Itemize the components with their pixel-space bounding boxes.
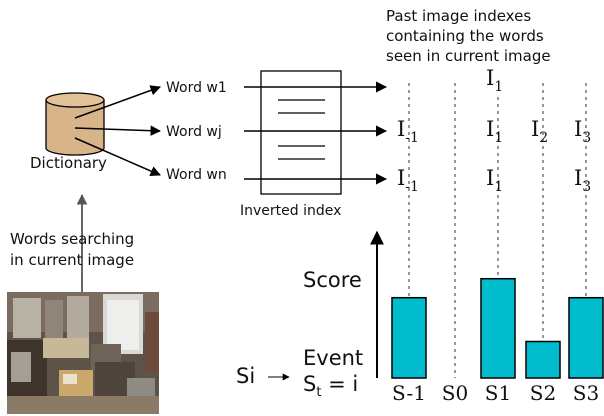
event-formula-prefix: S <box>303 372 317 396</box>
event-formula-sub: t <box>316 385 322 401</box>
image-index-label: I2 <box>531 117 548 146</box>
image-index-sub: 3 <box>582 179 592 195</box>
image-index-base: I <box>531 117 540 141</box>
image-index-base: I <box>486 166 495 190</box>
past-indexes-caption: Past image indexes containing the words … <box>386 7 551 65</box>
image-index-sub: 1 <box>494 79 504 95</box>
event-label: Event <box>303 346 364 370</box>
image-index-label: I3 <box>574 166 591 195</box>
si-label: Si <box>236 364 256 388</box>
dictionary-label: Dictionary <box>30 154 107 172</box>
inverted-index-document-icon <box>260 70 342 195</box>
inverted-index-label: Inverted index <box>240 203 342 219</box>
image-index-sub: 3 <box>582 130 592 146</box>
image-index-label: I3 <box>574 117 591 146</box>
score-label: Score <box>303 268 362 292</box>
word-wn-label: Word wn <box>166 167 227 183</box>
image-index-label: I-1 <box>397 117 419 146</box>
image-index-sub: -1 <box>405 179 419 195</box>
dictionary-to-w1-arrow <box>74 85 161 119</box>
image-index-base: I <box>486 117 495 141</box>
image-index-base: I <box>486 66 495 90</box>
image-index-base: I <box>574 117 583 141</box>
event-formula: St = i <box>303 372 358 400</box>
dictionary-to-wn-arrow <box>74 137 161 177</box>
state-label-S-1: S-1 <box>392 381 426 405</box>
image-index-base: I <box>574 166 583 190</box>
state-label-S1: S1 <box>484 381 512 405</box>
state-label-S0: S0 <box>441 381 469 405</box>
word-w1-label: Word w1 <box>166 80 227 96</box>
image-index-label: I-1 <box>397 166 419 195</box>
office-scene-image <box>7 292 159 414</box>
event-formula-suffix: = i <box>321 372 359 396</box>
image-index-base: I <box>397 117 406 141</box>
score-bars <box>391 277 604 379</box>
image-index-label: I1 <box>486 66 503 95</box>
image-index-label: I1 <box>486 166 503 195</box>
dotted-guides <box>408 83 587 378</box>
search-caption: Words searching in current image <box>10 230 135 269</box>
image-index-label: I1 <box>486 117 503 146</box>
score-bar-S2 <box>525 340 561 379</box>
dictionary-cylinder-icon <box>45 92 105 156</box>
image-index-sub: 2 <box>539 130 549 146</box>
score-bar-S-1 <box>391 296 427 379</box>
image-index-sub: 1 <box>494 130 504 146</box>
image-index-sub: 1 <box>494 179 504 195</box>
image-index-sub: -1 <box>405 130 419 146</box>
image-index-base: I <box>397 166 406 190</box>
state-label-S3: S3 <box>572 381 600 405</box>
score-bar-S3 <box>568 296 604 379</box>
state-label-S2: S2 <box>529 381 557 405</box>
score-bar-S1 <box>480 277 516 379</box>
current-image-photo <box>7 292 159 414</box>
word-wj-label: Word wj <box>166 124 222 140</box>
dictionary-to-wj-arrow <box>74 125 162 136</box>
